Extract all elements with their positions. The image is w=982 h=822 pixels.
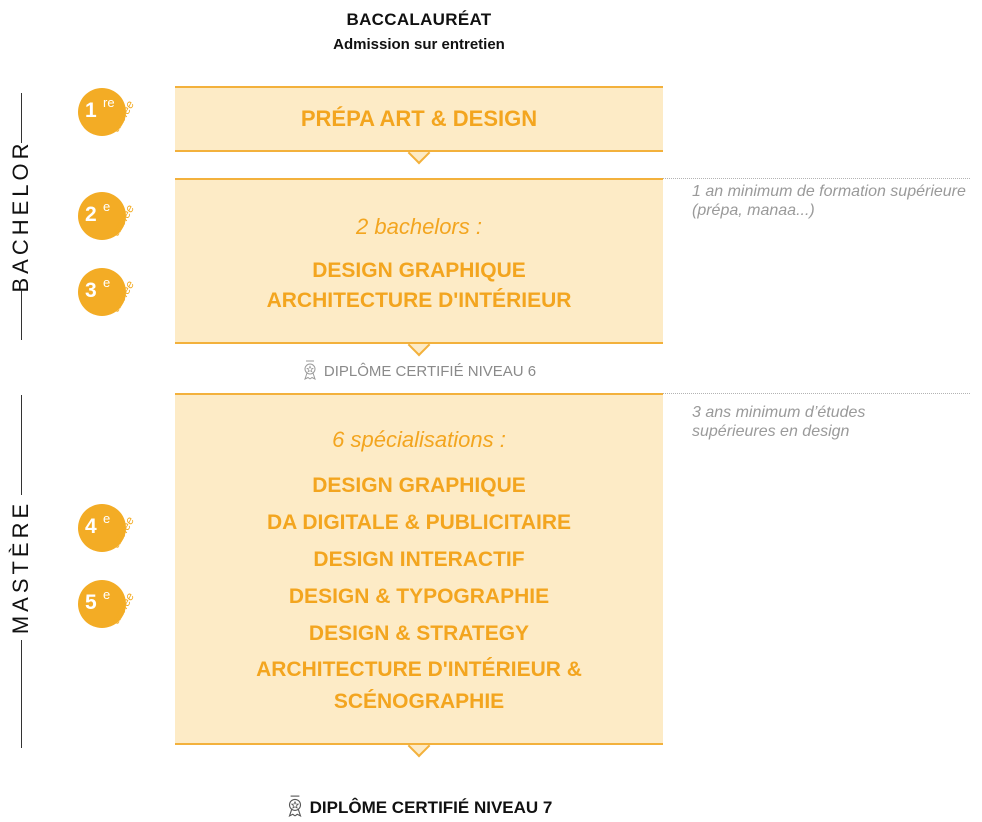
year-circle (78, 192, 126, 240)
year-circle (78, 268, 126, 316)
mastere-intro: 6 spécialisations : (332, 427, 506, 452)
year-badge-1: 1 re année (78, 82, 144, 148)
year-number: 5 (85, 591, 97, 614)
mastere-line-bottom (21, 640, 22, 748)
bachelor-program-list: DESIGN GRAPHIQUE ARCHITECTURE D'INTÉRIEU… (175, 256, 663, 316)
year-badge-2: 2 e année (78, 186, 144, 252)
bachelor-box: 2 bachelors : DESIGN GRAPHIQUE ARCHITECT… (175, 178, 663, 357)
year-number: 2 (85, 203, 97, 226)
down-arrow-notch (407, 141, 431, 165)
program-item: ARCHITECTURE D'INTÉRIEUR & SCÉNOGRAPHIE (256, 658, 582, 713)
program-item: DESIGN & STRATEGY (308, 622, 530, 645)
year-number: 3 (85, 279, 97, 302)
year-suffix: e (103, 199, 111, 214)
bachelor-divider (663, 178, 970, 179)
bachelor-line-bottom (21, 290, 22, 340)
mastere-line-top (21, 395, 22, 495)
certificate-level-7-label: DIPLÔME CERTIFIÉ NIVEAU 7 (309, 798, 553, 817)
certificate-level-6-label: DIPLÔME CERTIFIÉ NIVEAU 6 (323, 363, 537, 380)
admission-subtitle: Admission sur entretien (333, 36, 505, 53)
program-item: ARCHITECTURE D'INTÉRIEUR (266, 289, 572, 312)
ribbon-medal-icon (304, 360, 316, 380)
program-item: DESIGN INTERACTIF (313, 548, 525, 571)
mastere-divider (663, 393, 970, 394)
prepa-box: PRÉPA ART & DESIGN (175, 86, 663, 165)
mastere-program-list: DESIGN GRAPHIQUE DA DIGITALE & PUBLICITA… (175, 467, 663, 718)
mastere-box: 6 spécialisations : DESIGN GRAPHIQUE DA … (175, 393, 663, 758)
ribbon-medal-icon (288, 795, 302, 817)
year-badge-4: 4 e année (78, 498, 144, 564)
certificate-level-7: DIPLÔME CERTIFIÉ NIVEAU 7 (175, 795, 663, 818)
year-suffix: e (103, 511, 111, 526)
year-number: 1 (85, 99, 97, 122)
program-item: DESIGN GRAPHIQUE (312, 474, 526, 497)
bachelor-line-top (21, 93, 22, 143)
down-arrow-notch (407, 333, 431, 357)
year-suffix: re (103, 95, 115, 110)
year-circle (78, 88, 126, 136)
year-badge-5: 5 e année (78, 574, 144, 640)
program-item: DESIGN GRAPHIQUE (312, 259, 526, 282)
bachelor-intro: 2 bachelors : (356, 214, 482, 239)
bachelor-label: BACHELOR (8, 139, 33, 293)
year-number: 4 (85, 515, 97, 538)
down-arrow-notch (407, 734, 431, 758)
admission-title: BACCALAURÉAT (346, 10, 492, 29)
mastere-requirement-note: 3 ans minimum d’études supérieures en de… (692, 404, 866, 440)
year-suffix: e (103, 275, 111, 290)
year-suffix: e (103, 587, 111, 602)
bachelor-requirement-note: 1 an minimum de formation supérieure (pr… (692, 183, 966, 219)
program-item: DA DIGITALE & PUBLICITAIRE (266, 511, 572, 534)
prepa-title: PRÉPA ART & DESIGN (300, 106, 538, 131)
mastere-label: MASTÈRE (8, 499, 33, 635)
year-badge-3: 3 e année (78, 262, 144, 328)
certificate-level-6: DIPLÔME CERTIFIÉ NIVEAU 6 (175, 360, 663, 380)
program-item: DESIGN & TYPOGRAPHIE (288, 585, 550, 608)
year-circle (78, 504, 126, 552)
year-circle (78, 580, 126, 628)
